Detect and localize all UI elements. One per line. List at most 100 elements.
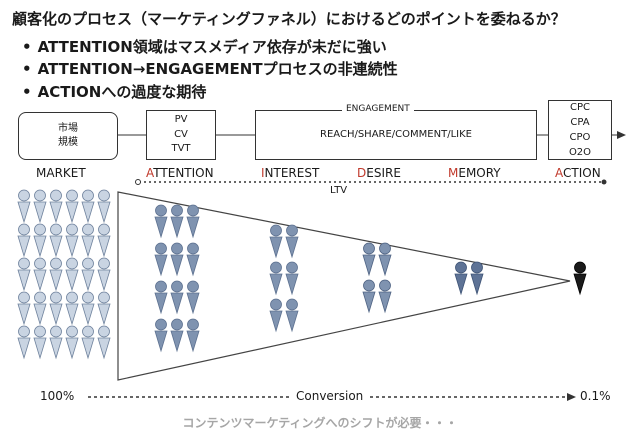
- person-icon: [49, 189, 63, 224]
- market-size-box: 市場 規模: [18, 112, 118, 160]
- end-percent: 0.1%: [580, 389, 611, 403]
- person-icon: [285, 224, 299, 259]
- stage-desire: DESIRE: [357, 166, 401, 180]
- person-icon: [170, 204, 184, 239]
- stage-rest: EMORY: [458, 166, 501, 180]
- footer-note: コンテンツマーケティングへのシフトが必要・・・: [182, 416, 458, 430]
- metric-pv: PV: [174, 114, 188, 126]
- person-icon: [81, 325, 95, 360]
- stage-initial: A: [555, 166, 563, 180]
- person-icon: [170, 318, 184, 353]
- metric-tvt: TVT: [171, 143, 191, 155]
- metric-o2o: O2O: [568, 147, 592, 158]
- person-icon: [573, 261, 587, 296]
- person-icon: [17, 189, 31, 224]
- stage-attention: ATTENTION: [146, 166, 214, 180]
- bullet-marker: •: [22, 60, 32, 78]
- person-icon: [33, 291, 47, 326]
- person-icon: [33, 189, 47, 224]
- person-icon: [65, 223, 79, 258]
- person-icon: [454, 261, 468, 296]
- person-icon: [269, 298, 283, 333]
- person-icon: [17, 291, 31, 326]
- engagement-metrics: REACH/SHARE/COMMENT/LIKE: [320, 128, 472, 140]
- person-icon: [65, 189, 79, 224]
- stage-rest: NTEREST: [264, 166, 320, 180]
- person-icon: [186, 204, 200, 239]
- bullet-marker: •: [22, 38, 32, 56]
- person-icon: [33, 325, 47, 360]
- person-icon: [269, 224, 283, 259]
- bullet-text: ATTENTION→ENGAGEMENTプロセスの非連続性: [37, 60, 398, 78]
- person-icon: [285, 298, 299, 333]
- metric-cv: CV: [174, 128, 188, 140]
- person-icon: [65, 325, 79, 360]
- stage-initial: A: [146, 166, 154, 180]
- person-icon: [269, 261, 283, 296]
- bullet-text: ACTIONへの過度な期待: [37, 83, 207, 101]
- person-icon: [362, 242, 376, 277]
- stage-rest: TTENTION: [153, 166, 214, 180]
- person-icon: [170, 280, 184, 315]
- person-icon: [33, 223, 47, 258]
- metric-cpc: CPC: [570, 102, 590, 113]
- engagement-title: ENGAGEMENT: [342, 104, 414, 114]
- person-icon: [378, 279, 392, 314]
- stage-action: ACTION: [555, 166, 601, 180]
- market-box-line: 市場: [58, 122, 78, 134]
- ltv-end-dot: [601, 179, 607, 185]
- funnel-triangle: [117, 191, 571, 381]
- person-icon: [17, 325, 31, 360]
- person-icon: [81, 291, 95, 326]
- market-label: MARKET: [36, 166, 86, 180]
- attention-metrics-box: PV CV TVT: [146, 110, 216, 160]
- stage-initial: M: [448, 166, 459, 180]
- ltv-label: LTV: [330, 185, 348, 196]
- conversion-arrowhead: [567, 393, 576, 401]
- start-percent: 100%: [40, 389, 75, 403]
- stage-rest: CTION: [563, 166, 601, 180]
- person-icon: [154, 242, 168, 277]
- person-icon: [65, 291, 79, 326]
- metric-cpo: CPO: [569, 132, 591, 143]
- person-icon: [81, 257, 95, 292]
- person-icon: [97, 257, 111, 292]
- person-icon: [186, 242, 200, 277]
- stage-initial: I: [261, 166, 265, 180]
- person-icon: [65, 257, 79, 292]
- person-icon: [49, 223, 63, 258]
- person-icon: [49, 257, 63, 292]
- stage-initial: D: [357, 166, 367, 180]
- ltv-start-dot: [135, 179, 141, 185]
- person-icon: [378, 242, 392, 277]
- bullet-1: •ATTENTION領域はマスメディア依存が未だに強い: [22, 36, 387, 57]
- person-icon: [154, 280, 168, 315]
- person-icon: [49, 291, 63, 326]
- metric-cpa: CPA: [570, 117, 590, 128]
- person-icon: [97, 291, 111, 326]
- person-icon: [154, 204, 168, 239]
- person-icon: [81, 223, 95, 258]
- page-title: 顧客化のプロセス（マーケティングファネル）におけるどのポイントを委ねるか？: [12, 10, 566, 28]
- person-icon: [154, 318, 168, 353]
- person-icon: [362, 279, 376, 314]
- timeline-arrowhead: [617, 131, 626, 139]
- person-icon: [17, 223, 31, 258]
- conversion-label: Conversion: [292, 389, 368, 403]
- person-icon: [97, 223, 111, 258]
- person-icon: [186, 318, 200, 353]
- person-icon: [186, 280, 200, 315]
- stage-memory: MEMORY: [448, 166, 501, 180]
- engagement-box: REACH/SHARE/COMMENT/LIKE: [255, 110, 537, 160]
- stage-interest: INTEREST: [261, 166, 319, 180]
- person-icon: [470, 261, 484, 296]
- action-metrics-box: CPC CPA CPO O2O: [548, 100, 612, 160]
- person-icon: [97, 325, 111, 360]
- people-figures: [17, 189, 587, 360]
- bullet-marker: •: [22, 83, 32, 101]
- market-box-line: 規模: [58, 137, 78, 148]
- stage-rest: ESIRE: [366, 166, 401, 180]
- person-icon: [285, 261, 299, 296]
- person-icon: [17, 257, 31, 292]
